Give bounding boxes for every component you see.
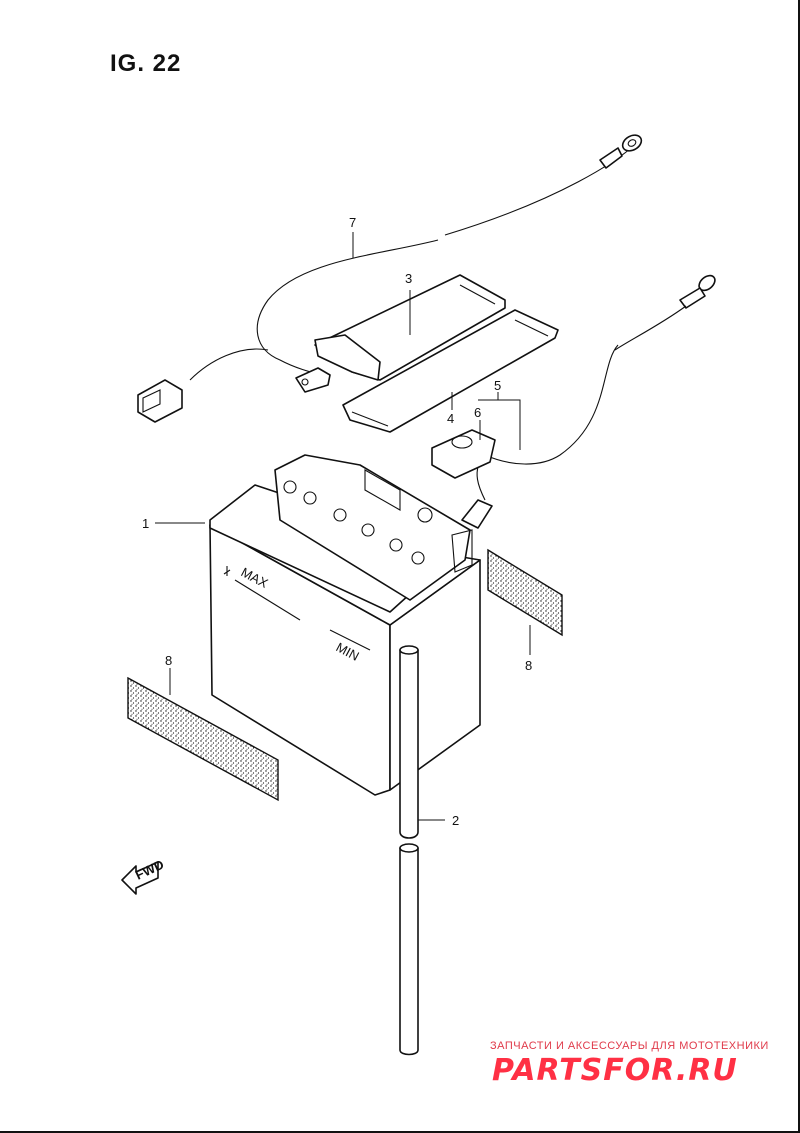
terminal-cover-part-6 (431, 429, 496, 479)
battery-band-part-4 (342, 309, 559, 433)
negative-cable-part-7 (137, 134, 643, 423)
positive-cable-part-5 (461, 274, 716, 529)
callout-7: 7 (349, 215, 356, 230)
cushion-pad-part-8-right (487, 548, 563, 637)
callout-8-right: 8 (525, 658, 532, 673)
fwd-arrow-icon: FWD (121, 857, 166, 895)
breather-hose-part-2 (399, 645, 419, 1056)
callout-2: 2 (452, 813, 459, 828)
callout-4: 4 (447, 411, 454, 426)
callout-leaders (155, 232, 531, 821)
callout-6: 6 (474, 405, 481, 420)
figure-title: IG. 22 (110, 50, 182, 77)
watermark-tagline: ЗАПЧАСТИ И АКСЕССУАРЫ ДЛЯ МОТОТЕХНИКИ (490, 1040, 769, 1052)
callout-8-left: 8 (165, 653, 172, 668)
cushion-pad-part-8-left (127, 676, 279, 802)
callout-3: 3 (405, 271, 412, 286)
callout-1: 1 (142, 516, 149, 531)
watermark-logo: PARTSFOR.RU (492, 1053, 738, 1088)
battery-part-1: MAX MIN (209, 454, 481, 796)
callout-5: 5 (494, 378, 501, 393)
